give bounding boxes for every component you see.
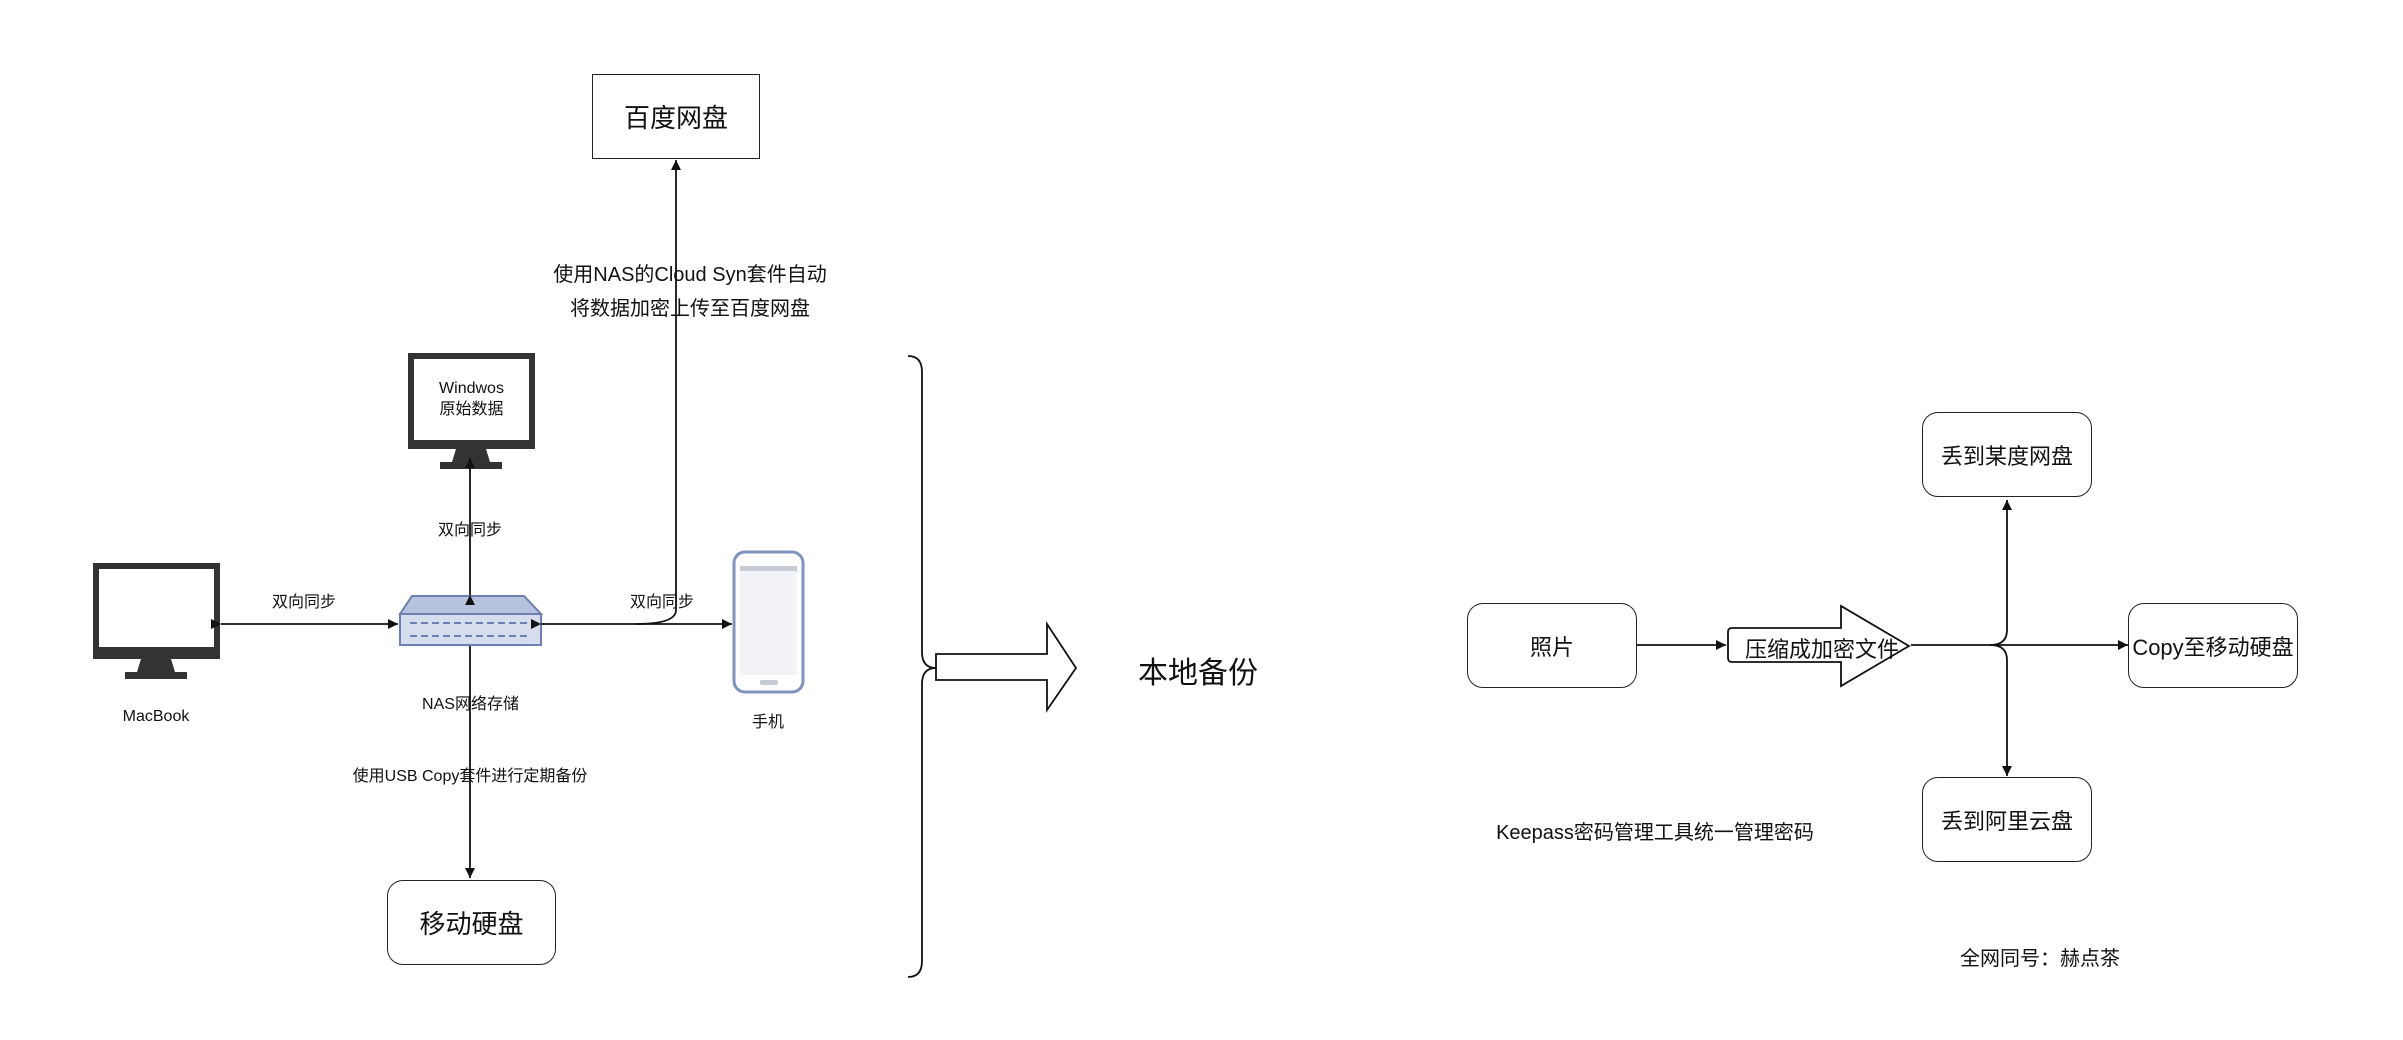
compress-label: 压缩成加密文件 (1744, 637, 1899, 662)
windows-label: Windwos 原始数据 (414, 378, 529, 420)
usb-copy-label: 使用USB Copy套件进行定期备份 (352, 768, 588, 785)
cloud-sync-label: 使用NAS的Cloud Syn套件自动 将数据加密上传至百度网盘 (520, 258, 860, 326)
nas-icon (398, 595, 544, 646)
baidu-netdisk-label: 百度网盘 (623, 103, 728, 133)
sync-mac-label: 双向同步 (271, 594, 336, 611)
phone-icon (732, 550, 805, 694)
windows-monitor-icon (408, 353, 535, 469)
phone-label: 手机 (751, 714, 784, 731)
edge-to-aliyun (1989, 644, 2012, 776)
macbook-label: MacBook (122, 708, 190, 725)
compress-arrow-shape (1727, 604, 1911, 688)
windows-label-line2: 原始数据 (439, 401, 504, 418)
edge-cloud-sync (635, 160, 681, 625)
signature-note: 全网同号：赫点茶 (1960, 948, 2120, 970)
curly-brace (907, 355, 937, 978)
keepass-note: Keepass密码管理工具统一管理密码 (1496, 822, 1814, 844)
copy-drive-label: Copy至移动硬盘 (2132, 634, 2294, 660)
sync-windows-label: 双向同步 (437, 522, 502, 539)
upload-baidu-label: 丢到某度网盘 (1940, 443, 2073, 469)
edge-to-baidu (1989, 500, 2012, 646)
copy-drive-node: Copy至移动硬盘 (2128, 603, 2298, 688)
windows-label-line1: Windwos (439, 380, 504, 397)
cloud-sync-label-line1: 使用NAS的Cloud Syn套件自动 (553, 264, 827, 286)
photo-label: 照片 (1529, 634, 1574, 660)
upload-aliyun-label: 丢到阿里云盘 (1940, 808, 2073, 834)
usb-drive-node: 移动硬盘 (387, 880, 556, 965)
upload-baidu-node: 丢到某度网盘 (1922, 412, 2092, 497)
sync-phone-label: 双向同步 (629, 594, 694, 611)
cloud-sync-label-line2: 将数据加密上传至百度网盘 (570, 298, 810, 320)
baidu-netdisk-node: 百度网盘 (592, 74, 760, 159)
photo-node: 照片 (1467, 603, 1637, 688)
macbook-monitor-icon (93, 563, 220, 679)
block-arrow (935, 620, 1078, 713)
upload-aliyun-node: 丢到阿里云盘 (1922, 777, 2092, 862)
nas-label: NAS网络存储 (422, 696, 519, 713)
usb-drive-label: 移动硬盘 (419, 909, 524, 939)
local-backup-label: 本地备份 (1138, 657, 1258, 690)
